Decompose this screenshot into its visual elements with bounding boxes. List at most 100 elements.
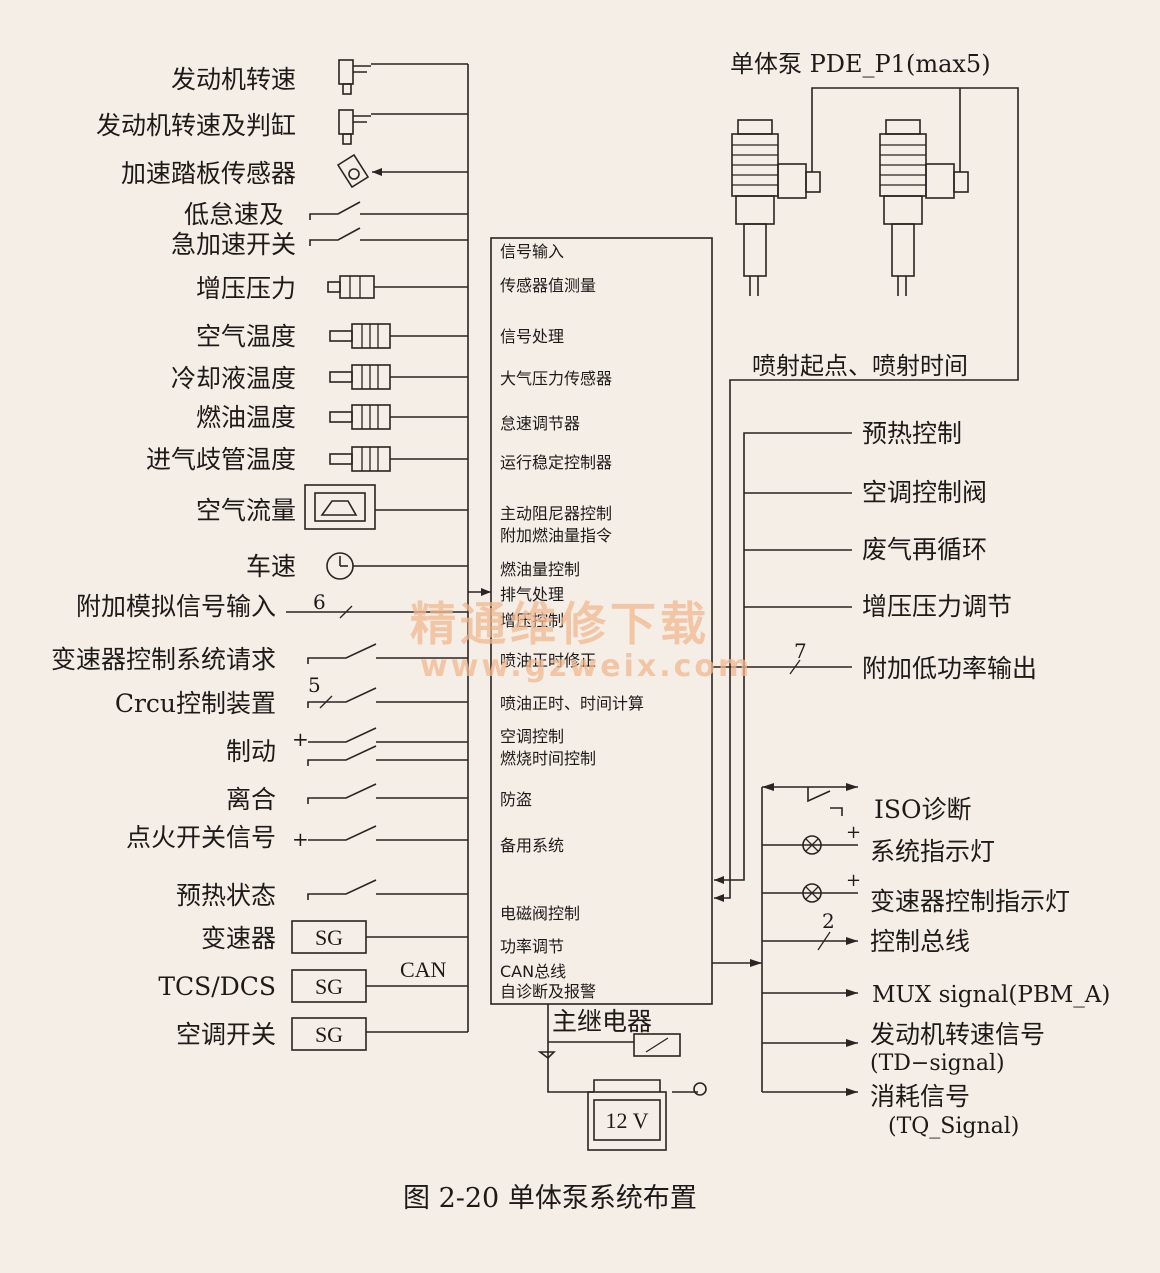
input-label-coolant-temp: 冷却液温度 <box>171 364 296 393</box>
bus-count-5: 5 <box>308 673 321 697</box>
ecu-item: 备用系统 <box>500 836 564 855</box>
battery-icon <box>587 1091 667 1151</box>
injection-label: 喷射起点、喷射时间 <box>752 352 968 380</box>
ecu-item: CAN总线 <box>500 962 566 981</box>
plus-sign: + <box>846 870 861 891</box>
input-label-transmission-request: 变速器控制系统请求 <box>51 645 276 674</box>
input-label-engine-speed: 发动机转速 <box>171 65 296 94</box>
ecu-item: 增压控制 <box>500 611 564 630</box>
input-label-vehicle-speed: 车速 <box>246 552 296 581</box>
input-label-analog-input: 附加模拟信号输入 <box>76 592 276 621</box>
speed-sensor-icon <box>338 59 468 95</box>
pressure-sensor-icon <box>327 275 468 299</box>
arrow-icon <box>481 588 491 596</box>
input-label-engine-speed-cylinder: 发动机转速及判缸 <box>96 111 296 140</box>
pedal-sensor-icon <box>336 153 468 189</box>
power-wire <box>547 1004 594 1093</box>
unit-pumps: 单体泵 PDE_P1(max5) <box>714 50 1019 902</box>
plus-sign: + <box>846 822 861 843</box>
ecu-item: 燃烧时间控制 <box>500 749 596 768</box>
speedometer-icon <box>326 552 468 580</box>
battery-label: 12 V <box>606 1108 649 1133</box>
sg-label: SG <box>315 1022 343 1047</box>
ecu-item: 附加燃油量指令 <box>500 526 612 545</box>
sg-boxes: SG SG SG CAN <box>291 920 468 1051</box>
pump-wire <box>714 87 1019 899</box>
outputs-top: 7 预热控制 空调控制阀 废气再循环 增压压力调节 附加低功率输出 <box>712 419 1037 884</box>
input-label-manifold-temp: 进气歧管温度 <box>146 445 296 474</box>
sg-label: SG <box>315 974 343 999</box>
input-label-ac-switch: 空调开关 <box>176 1020 276 1049</box>
ecu-item: 信号处理 <box>500 327 564 346</box>
output-label-low-power: 附加低功率输出 <box>862 654 1037 683</box>
sg-box-ac-switch <box>291 1017 367 1051</box>
output-label-engine-speed-signal: 发动机转速信号 <box>870 1020 1045 1049</box>
temperature-sensor-icon <box>329 404 468 430</box>
ecu-item: 运行稳定控制器 <box>500 453 612 472</box>
double-switch-icon: + <box>292 727 468 766</box>
outputs-bottom: ISO诊断 + 系统指示灯 + 变速器控制指示灯 2 控制总线 MUX sign… <box>712 783 1110 1139</box>
output-label-mux: MUX signal(PBM_A) <box>872 982 1110 1008</box>
air-flow-meter-icon <box>304 484 468 530</box>
output-label-control-bus: 控制总线 <box>870 927 970 956</box>
pump-title: 单体泵 PDE_P1(max5) <box>730 50 991 78</box>
can-label: CAN <box>400 957 447 982</box>
switch-icon <box>309 201 468 246</box>
figure-caption: 图 2-20 单体泵系统布置 <box>403 1183 697 1214</box>
input-label-brake: 制动 <box>226 737 276 766</box>
switch-icon <box>307 783 468 804</box>
input-labels: 发动机转速 发动机转速及判缸 加速踏板传感器 低怠速及 急加速开关 增压压力 空… <box>51 65 296 1049</box>
sg-label: SG <box>315 925 343 950</box>
ecu-item: 防盗 <box>500 790 532 809</box>
ecu-item: 排气处理 <box>500 585 564 604</box>
ecu-item: 大气压力传感器 <box>500 369 612 388</box>
input-label-fuel-temp: 燃油温度 <box>196 403 296 432</box>
temperature-sensor-icon <box>329 446 468 472</box>
sensor-icons: 6 5 + + <box>286 59 468 900</box>
input-label-air-flow: 空气流量 <box>196 496 296 525</box>
arrow-icon <box>714 894 724 902</box>
input-label-preheat-status: 预热状态 <box>176 881 276 910</box>
arrow-icon <box>750 959 762 967</box>
switch-icon <box>307 643 468 664</box>
lamp-icon <box>802 835 822 855</box>
ecu-item: 怠速调节器 <box>500 414 580 433</box>
output-label-transmission-lamp: 变速器控制指示灯 <box>870 887 1070 916</box>
ecu-item: 燃油量控制 <box>500 560 580 579</box>
input-label-crcu: Crcu控制装置 <box>115 689 276 718</box>
output-label-preheat: 预热控制 <box>862 419 962 448</box>
watermark-url: www.gzweix.com <box>420 649 752 684</box>
temperature-sensor-icon <box>329 323 468 349</box>
bus-count-7: 7 <box>794 639 807 663</box>
relay-icon <box>633 1033 681 1057</box>
lamp-icon <box>802 883 822 903</box>
output-label-ac-valve: 空调控制阀 <box>862 478 987 507</box>
unit-pump-icon <box>879 119 969 296</box>
ecu-item: 自诊断及报警 <box>500 982 596 1001</box>
input-label-accelerator-pedal: 加速踏板传感器 <box>121 159 296 188</box>
analog-input-line: 6 <box>286 590 468 619</box>
output-label-system-lamp: 系统指示灯 <box>870 837 995 866</box>
power-supply: 主继电器 12 V <box>537 1004 707 1151</box>
input-label-kickdown: 急加速开关 <box>171 230 296 259</box>
ecu-item: 电磁阀控制 <box>500 904 580 923</box>
input-label-transmission: 变速器 <box>201 924 276 953</box>
input-label-air-temp: 空气温度 <box>196 322 296 351</box>
watermark: 精通维修下载 www.gzweix.com <box>410 597 752 684</box>
ecu-item: 喷油正时修正 <box>500 651 596 670</box>
switch-icon <box>307 879 468 900</box>
output-label-td-signal: (TD−signal) <box>870 1051 1005 1076</box>
ecu-item: 功率调节 <box>500 937 564 956</box>
unit-pump-icon <box>731 119 821 296</box>
plus-sign: + <box>292 827 309 851</box>
plus-sign: + <box>292 727 309 751</box>
watermark-text: 精通维修下载 <box>410 597 710 651</box>
input-label-ignition: 点火开关信号 <box>126 823 276 852</box>
ecu-item: 喷油正时、时间计算 <box>500 694 644 713</box>
relay-label: 主继电器 <box>552 1007 652 1036</box>
bus-count-2: 2 <box>822 909 835 933</box>
input-label-tcs-dcs: TCS/DCS <box>158 972 276 1001</box>
input-label-clutch: 离合 <box>226 785 276 814</box>
ecu-function-list: 信号输入 传感器值测量 信号处理 大气压力传感器 怠速调节器 运行稳定控制器 主… <box>500 242 644 1001</box>
